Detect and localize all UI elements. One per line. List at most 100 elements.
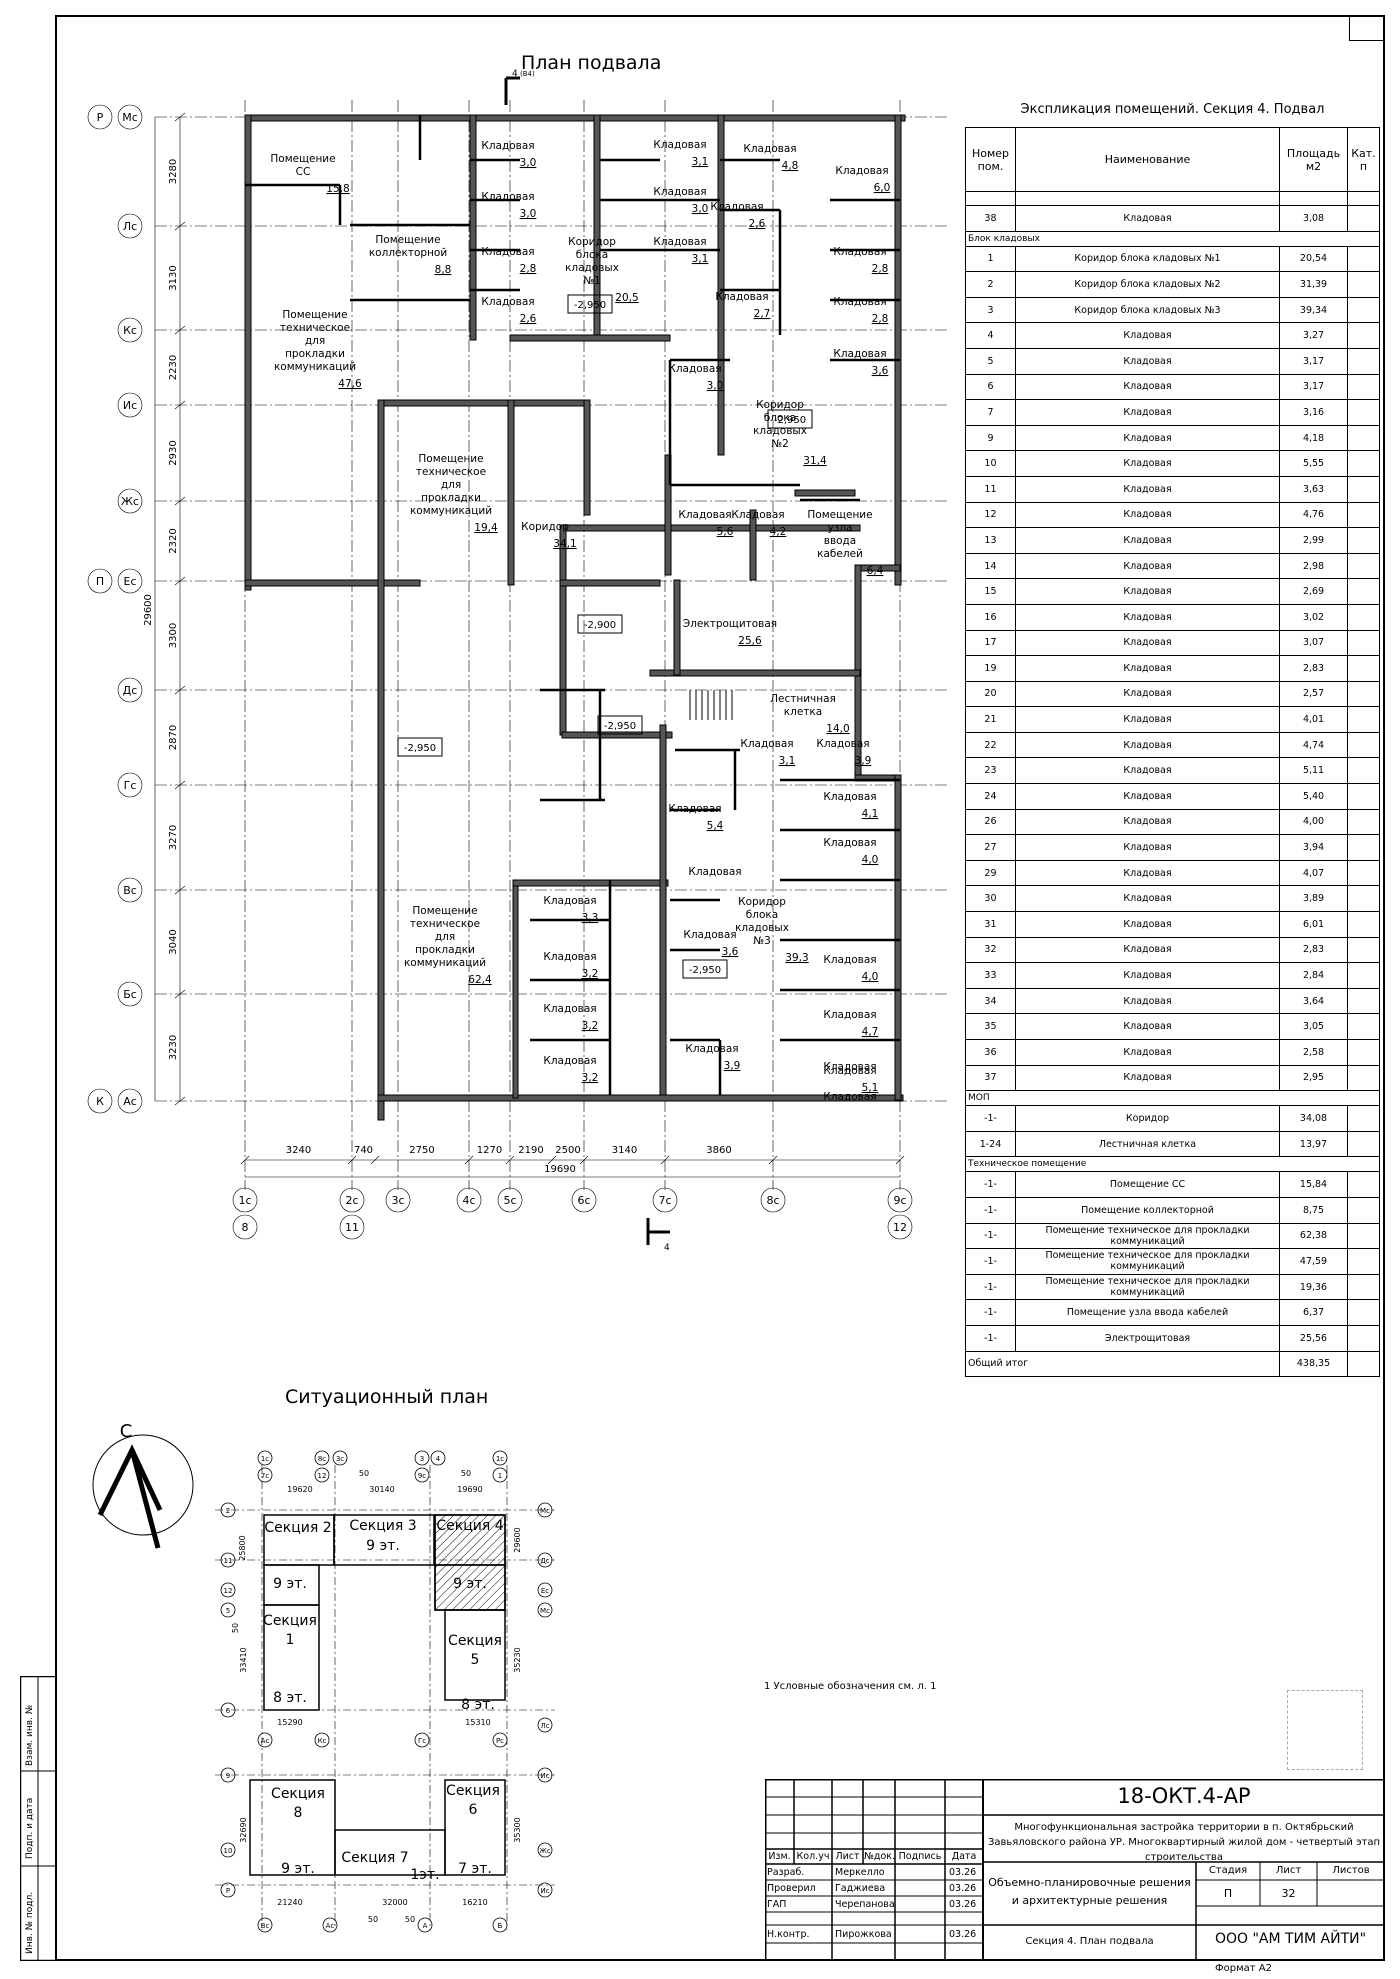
- cell-number: 11: [965, 475, 1016, 503]
- section-floors: 1эт.: [410, 1867, 439, 1883]
- axis-label-col: 2с: [345, 1194, 358, 1207]
- wall: [583, 399, 591, 516]
- axis-label-col: 6с: [577, 1194, 590, 1207]
- room-name: Кладовая: [543, 951, 596, 963]
- cell-area: 62,38: [1279, 1222, 1348, 1250]
- cell-area: 3,89: [1279, 885, 1348, 913]
- level-box: [397, 737, 443, 757]
- situation-axis-label: 3с: [336, 1455, 344, 1463]
- axis-label-col: 5с: [503, 1194, 516, 1207]
- dimension-tick: [547, 1155, 557, 1165]
- room-name: Кладовая: [823, 954, 876, 966]
- cell-number: -1-: [965, 1248, 1016, 1275]
- cell-name: Кладовая: [1014, 655, 1281, 682]
- cell-number: 17: [965, 629, 1016, 657]
- cell-number: 34: [965, 987, 1016, 1015]
- cell-name: Кладовая: [1014, 1064, 1281, 1092]
- situation-axis-label: 11: [224, 1557, 233, 1565]
- cell-area: 3,27: [1279, 322, 1348, 349]
- cell-number: -1-: [965, 1196, 1016, 1224]
- title-block: 18-ОКТ.4-АР Многофункциональная застройк…: [765, 1779, 1385, 1961]
- axis-label-row: Дс: [123, 684, 138, 697]
- cell-name: Коридор блока кладовых №1: [1014, 245, 1281, 273]
- group-row: Блок кладовых: [965, 230, 1380, 247]
- axis-label-row: Кс: [123, 324, 137, 337]
- cell-number: 13: [965, 527, 1016, 554]
- level-mark: -2,950: [774, 415, 806, 426]
- cell-category: [1346, 1064, 1381, 1092]
- situation-dim-left: 25800: [238, 1535, 247, 1560]
- table-row: -1-Помещение техническое для прокладки к…: [965, 1273, 1381, 1301]
- wall: [507, 399, 515, 586]
- explication-table: Номер пом. Наименование Площадь м2 Кат. …: [964, 127, 1381, 1378]
- room-area: 4,0: [862, 971, 879, 983]
- section-floors: 7 эт.: [458, 1861, 492, 1877]
- dimension-tick: [174, 400, 186, 410]
- stamp-label-sign-date: Подп. и дата: [25, 1798, 35, 1859]
- cell-name: Коридор блока кладовых №2: [1014, 271, 1281, 298]
- axis-bubble-row: [117, 392, 143, 418]
- room-name: Кладовая: [543, 1003, 596, 1015]
- room-area: 31,4: [803, 455, 827, 467]
- room-name: Кладовая: [668, 363, 721, 375]
- cell-name: Кладовая: [1014, 1013, 1281, 1040]
- situation-dim-bottom: 50: [405, 1915, 415, 1924]
- room-area: 5,6: [717, 526, 734, 538]
- axis-label-row: Лс: [123, 220, 137, 233]
- cell-number: 14: [965, 552, 1016, 580]
- sign-date: 03.26: [949, 1883, 977, 1894]
- situation-axis-label: Ес: [541, 1587, 549, 1595]
- sheet-number: 32: [1281, 1887, 1296, 1900]
- legend-note: 1 Условные обозначения см. л. 1: [764, 1681, 937, 1692]
- dimension-tick: [174, 989, 186, 999]
- axis-bubble-row: [117, 488, 143, 514]
- room-area: 2,7: [754, 308, 771, 320]
- room-area: 8,8: [435, 264, 452, 276]
- sign-date: 03.26: [949, 1899, 977, 1910]
- col-dimension: 3140: [612, 1145, 637, 1156]
- cell-area: 34,08: [1279, 1105, 1348, 1132]
- room-name: Кладовая: [481, 191, 534, 203]
- cell-area: 6,01: [1279, 911, 1348, 938]
- cell-area: 2,99: [1279, 527, 1348, 554]
- cell-number: -1-: [965, 1273, 1016, 1301]
- cell-name: Коридор: [1014, 1105, 1281, 1132]
- north-arrow: [97, 1444, 163, 1517]
- cell-area: 25,56: [1279, 1324, 1348, 1352]
- cell-category: [1346, 936, 1381, 964]
- cell-area: 47,59: [1279, 1248, 1348, 1275]
- cell-name: Кладовая: [1014, 680, 1281, 708]
- level-mark: -2,950: [574, 300, 606, 311]
- cell-area: 5,11: [1279, 757, 1348, 785]
- cell-area: 2,95: [1279, 1064, 1348, 1092]
- situation-axis-bubble: [417, 1917, 433, 1933]
- cell-category: [1346, 1039, 1381, 1066]
- group-row: МОП: [965, 1090, 1380, 1107]
- cell-category: [1346, 706, 1381, 733]
- table-row: -1-Помещение техническое для прокладки к…: [965, 1222, 1381, 1250]
- cell-area: 4,07: [1279, 859, 1348, 887]
- situation-axis-bubble: [314, 1732, 330, 1748]
- cell-category: [1346, 629, 1381, 657]
- person-name: Гаджиева: [835, 1883, 886, 1894]
- situation-axis-label: А: [423, 1922, 428, 1930]
- stage-value: П: [1223, 1887, 1233, 1900]
- cell-name: Кладовая: [1014, 578, 1281, 605]
- group-row: Техническое помещение: [965, 1156, 1380, 1173]
- cell-category: [1346, 245, 1381, 273]
- wall: [894, 114, 902, 586]
- axis-bubble-col: [456, 1187, 482, 1213]
- room-area: 3,0: [707, 380, 724, 392]
- cell-category: [1346, 757, 1381, 785]
